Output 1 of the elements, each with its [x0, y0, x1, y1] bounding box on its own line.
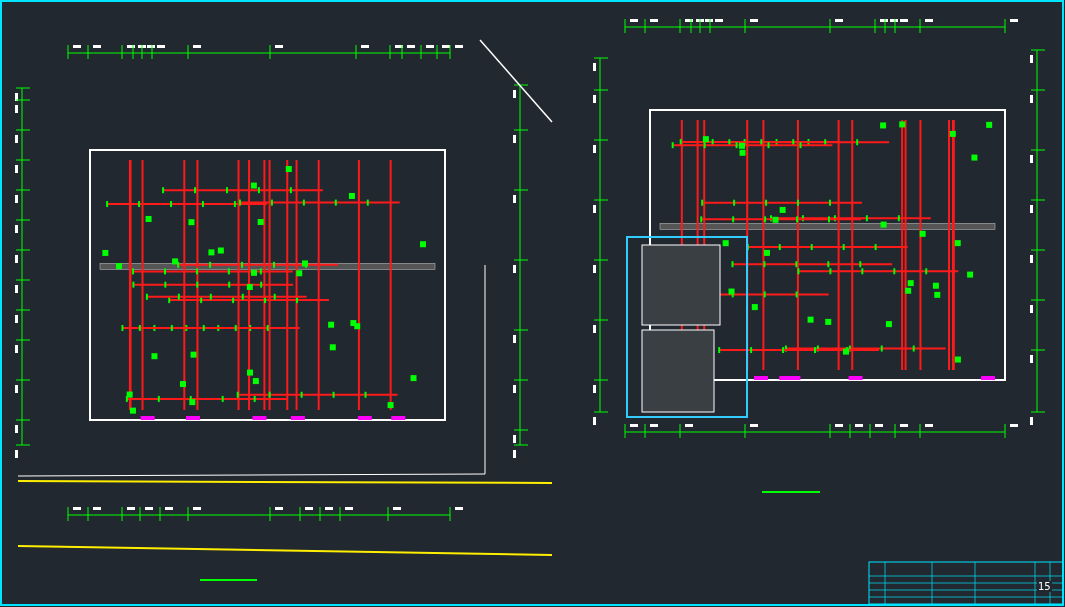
sheet-number: 15	[1037, 581, 1052, 592]
